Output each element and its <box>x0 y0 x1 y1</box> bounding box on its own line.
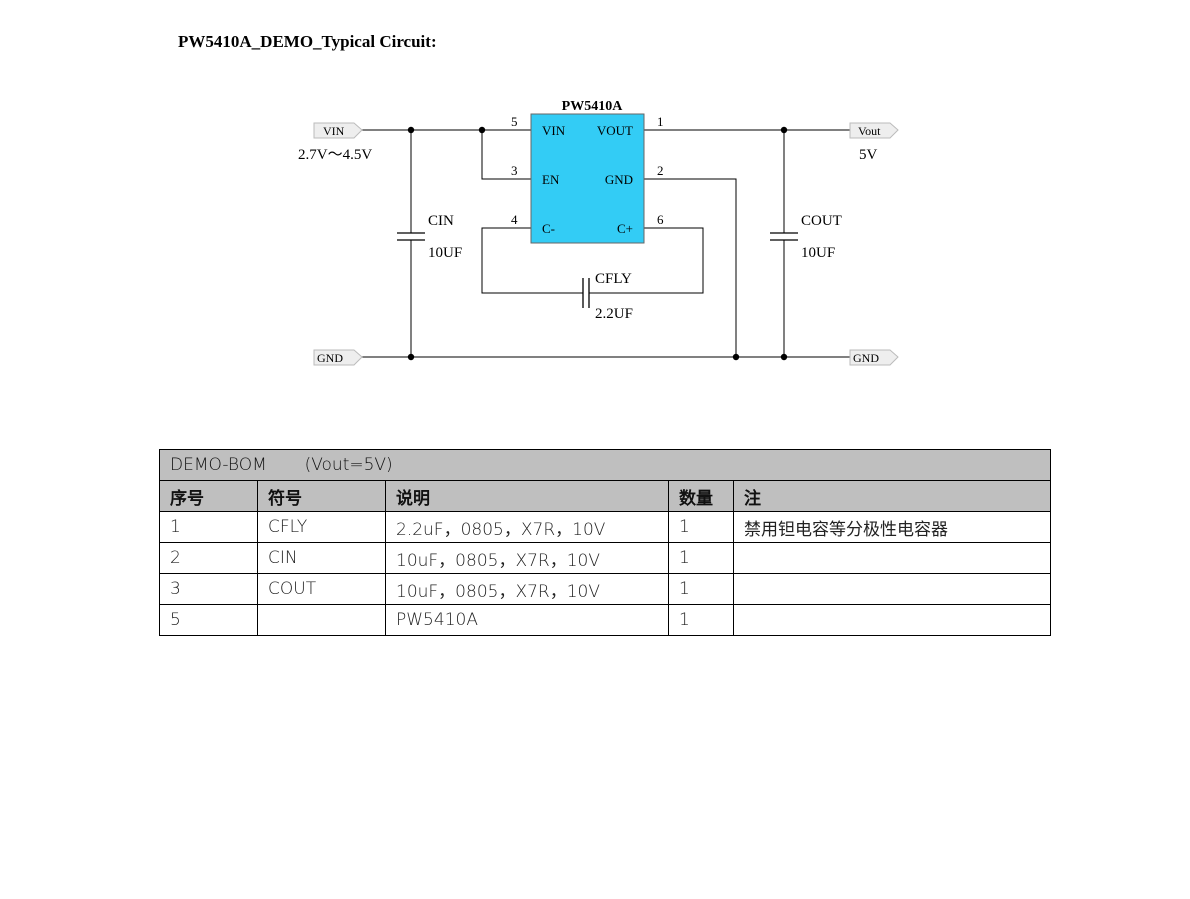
cell-symbol: COUT <box>257 573 386 605</box>
cout-label: COUT <box>801 213 842 229</box>
vout-value: 5V <box>859 147 878 163</box>
cell-symbol: CIN <box>257 542 386 574</box>
gnd-right-port-label: GND <box>853 351 879 365</box>
header-index: 序号 <box>159 480 258 512</box>
pin-num-3: 3 <box>511 163 518 178</box>
vout-port-label: Vout <box>858 124 881 138</box>
cell-note <box>733 604 1051 636</box>
capacitor-plates <box>397 232 798 308</box>
pin-num-4: 4 <box>511 212 518 227</box>
pin-num-5: 5 <box>511 114 518 129</box>
circuit-diagram: PW5410A VIN VOUT EN GND C- C+ 5 1 3 2 4 … <box>298 99 899 366</box>
page-title: PW5410A_DEMO_Typical Circuit: <box>178 32 437 51</box>
pin-gnd: GND <box>605 172 633 187</box>
header-note: 注 <box>733 480 1051 512</box>
cell-quantity: 1 <box>668 573 734 605</box>
bom-title: DEMO-BOM (Vout=5V) <box>159 449 1051 481</box>
cell-symbol: CFLY <box>257 511 386 543</box>
cell-quantity: 1 <box>668 542 734 574</box>
cell-note: 禁用钽电容等分极性电容器 <box>733 511 1051 543</box>
cell-description: 10uF，0805，X7R，10V <box>385 542 669 574</box>
cell-index: 1 <box>159 511 258 543</box>
pin-vin: VIN <box>542 123 566 138</box>
pin-num-1: 1 <box>657 114 664 129</box>
cell-description: 10uF，0805，X7R，10V <box>385 573 669 605</box>
cell-symbol <box>257 604 386 636</box>
cin-label: CIN <box>428 213 454 229</box>
port-tags <box>313 122 899 366</box>
cell-description: 2.2uF，0805，X7R，10V <box>385 511 669 543</box>
cell-note <box>733 573 1051 605</box>
header-quantity: 数量 <box>668 480 734 512</box>
pin-vout: VOUT <box>597 123 633 138</box>
cin-value: 10UF <box>428 245 462 261</box>
cell-index: 3 <box>159 573 258 605</box>
pin-num-2: 2 <box>657 163 664 178</box>
cfly-label: CFLY <box>595 271 632 287</box>
pin-cminus: C- <box>542 221 555 236</box>
cell-description: PW5410A <box>385 604 669 636</box>
cell-quantity: 1 <box>668 511 734 543</box>
cfly-value: 2.2UF <box>595 306 633 322</box>
junction-dots <box>407 126 788 361</box>
cout-value: 10UF <box>801 245 835 261</box>
cell-quantity: 1 <box>668 604 734 636</box>
pin-cplus: C+ <box>617 221 633 236</box>
ic-name: PW5410A <box>562 99 624 114</box>
vin-range: 2.7V～4.5V <box>298 147 372 163</box>
pin-en: EN <box>542 172 560 187</box>
header-description: 说明 <box>385 480 669 512</box>
pin-num-6: 6 <box>657 212 664 227</box>
header-symbol: 符号 <box>257 480 386 512</box>
ic-body <box>530 113 645 244</box>
gnd-left-port-label: GND <box>317 351 343 365</box>
cell-index: 2 <box>159 542 258 574</box>
wires <box>362 129 850 358</box>
vin-port-label: VIN <box>323 124 345 138</box>
cell-note <box>733 542 1051 574</box>
cell-index: 5 <box>159 604 258 636</box>
